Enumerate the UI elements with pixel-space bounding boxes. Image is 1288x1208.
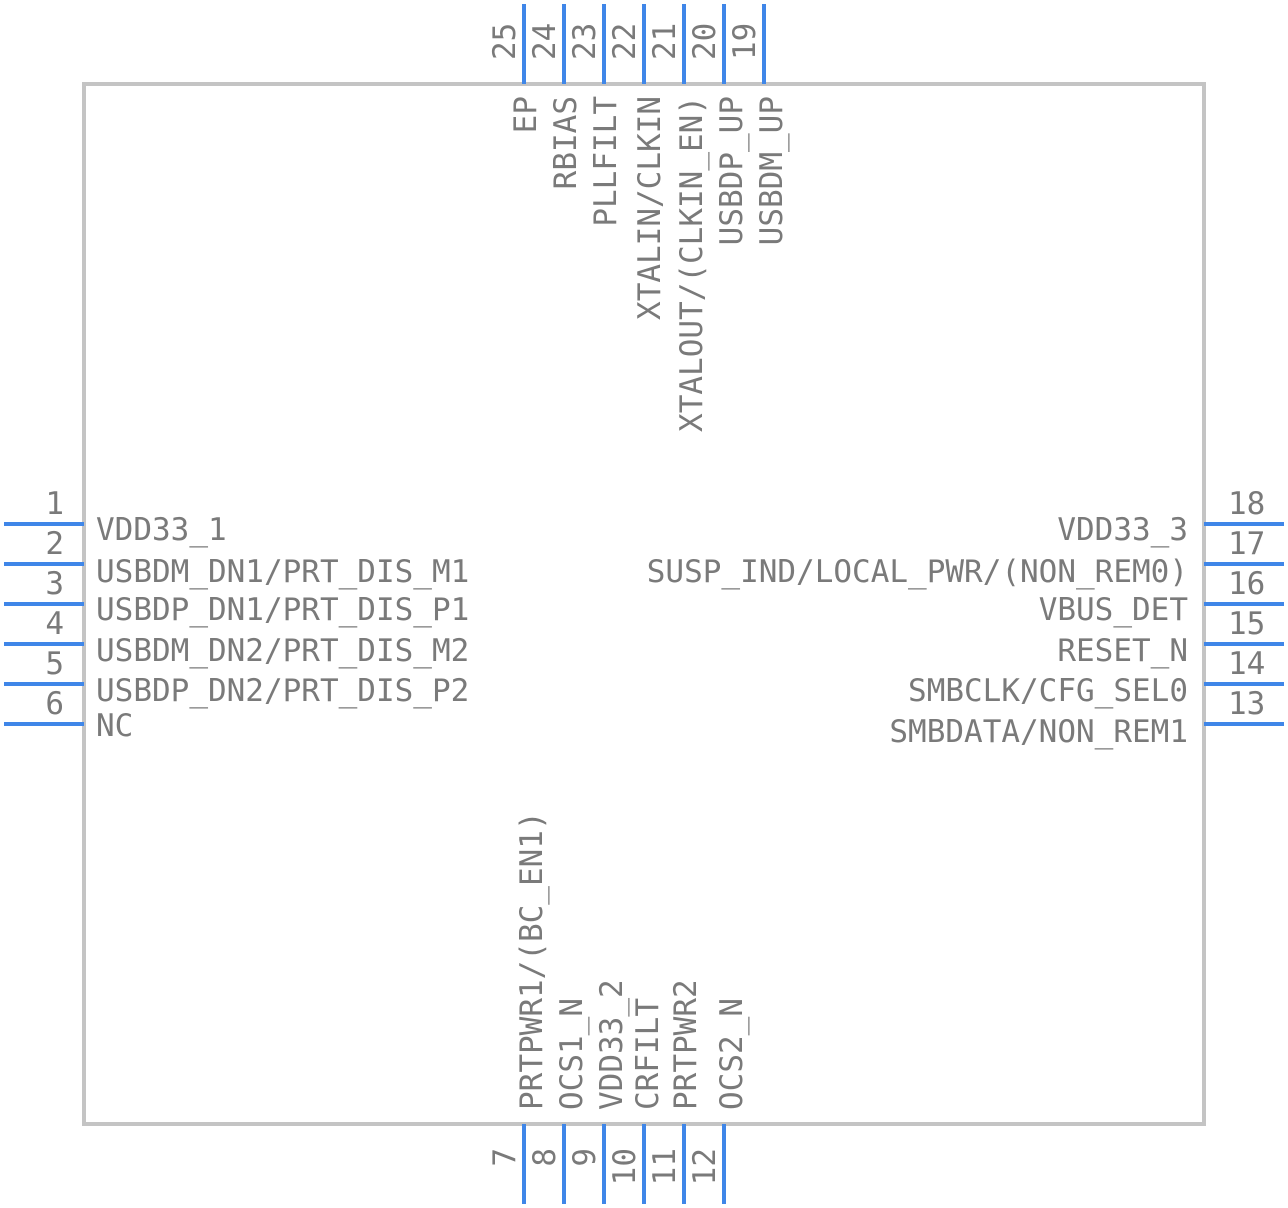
pin-number-left-3: 3 xyxy=(45,566,64,602)
pin-number-right-13: 13 xyxy=(1228,686,1265,722)
pin-number-right-15: 15 xyxy=(1228,606,1265,642)
pin-number-left-4: 4 xyxy=(45,606,64,642)
pin-name-left-2: USBDM_DN1/PRT_DIS_M1 xyxy=(96,554,469,590)
pin-number-top-21: 21 xyxy=(647,23,683,60)
pin-number-top-20: 20 xyxy=(687,23,723,60)
pin-name-top-25: EP xyxy=(508,96,544,133)
pin-name-left-3: USBDP_DN1/PRT_DIS_P1 xyxy=(96,592,469,628)
pin-number-right-18: 18 xyxy=(1228,486,1265,522)
pin-name-right-14: SMBCLK/CFG_SEL0 xyxy=(908,673,1188,709)
pin-number-top-24: 24 xyxy=(527,23,563,60)
pin-number-left-1: 1 xyxy=(45,486,64,522)
pin-name-left-1: VDD33_1 xyxy=(96,512,227,548)
pin-number-right-17: 17 xyxy=(1228,526,1265,562)
pin-name-top-19: USBDM_UP xyxy=(754,96,790,245)
pin-number-left-2: 2 xyxy=(45,526,64,562)
pin-number-left-5: 5 xyxy=(45,646,64,682)
pin-name-top-21: XTALOUT/(CLKIN_EN) xyxy=(674,96,710,432)
right-pins: 18 VDD33_3 17 SUSP_IND/LOCAL_PWR/(NON_RE… xyxy=(647,486,1284,750)
pin-name-left-4: USBDM_DN2/PRT_DIS_M2 xyxy=(96,633,469,669)
bottom-pins: 7 PRTPWR1/(BC_EN1) 8 OCS1_N 9 VDD33_2 10… xyxy=(487,811,750,1204)
pin-name-right-13: SMBDATA/NON_REM1 xyxy=(889,714,1188,750)
pin-name-right-18: VDD33_3 xyxy=(1057,512,1188,548)
pin-name-top-22: XTALIN/CLKIN xyxy=(632,96,668,320)
pin-name-right-15: RESET_N xyxy=(1057,633,1188,669)
pin-number-bottom-12: 12 xyxy=(687,1148,723,1185)
pin-name-bottom-7: PRTPWR1/(BC_EN1) xyxy=(514,811,550,1110)
pin-number-top-19: 19 xyxy=(727,23,763,60)
pin-name-top-24: RBIAS xyxy=(548,96,584,189)
pin-number-top-22: 22 xyxy=(607,23,643,60)
pin-name-top-23: PLLFILT xyxy=(588,96,624,227)
pin-number-bottom-10: 10 xyxy=(607,1148,643,1185)
pin-number-bottom-9: 9 xyxy=(567,1148,603,1167)
pin-number-top-25: 25 xyxy=(487,23,523,60)
pin-name-left-5: USBDP_DN2/PRT_DIS_P2 xyxy=(96,673,469,709)
pin-number-bottom-11: 11 xyxy=(647,1148,683,1185)
top-pins: 25 EP 24 RBIAS 23 PLLFILT 22 XTALIN/CLKI… xyxy=(487,4,790,432)
pin-name-bottom-8: OCS1_N xyxy=(554,998,590,1110)
pin-number-bottom-8: 8 xyxy=(527,1148,563,1167)
left-pins: 1 VDD33_1 2 USBDM_DN1/PRT_DIS_M1 3 USBDP… xyxy=(4,486,469,744)
pin-name-bottom-10: CRFILT xyxy=(630,998,666,1110)
pin-name-top-20: USBDP_UP xyxy=(714,96,750,245)
pin-name-right-16: VBUS_DET xyxy=(1039,592,1188,628)
pin-number-left-6: 6 xyxy=(45,686,64,722)
pin-number-bottom-7: 7 xyxy=(487,1148,523,1167)
pin-number-right-16: 16 xyxy=(1228,566,1265,602)
pin-name-right-17: SUSP_IND/LOCAL_PWR/(NON_REM0) xyxy=(647,554,1188,590)
pin-name-left-6: NC xyxy=(96,708,133,744)
pin-name-bottom-9: VDD33_2 xyxy=(594,979,630,1110)
pin-name-bottom-12: OCS2_N xyxy=(714,998,750,1110)
pin-number-top-23: 23 xyxy=(567,23,603,60)
pin-number-right-14: 14 xyxy=(1228,646,1265,682)
pin-name-bottom-11: PRTPWR2 xyxy=(668,979,704,1110)
